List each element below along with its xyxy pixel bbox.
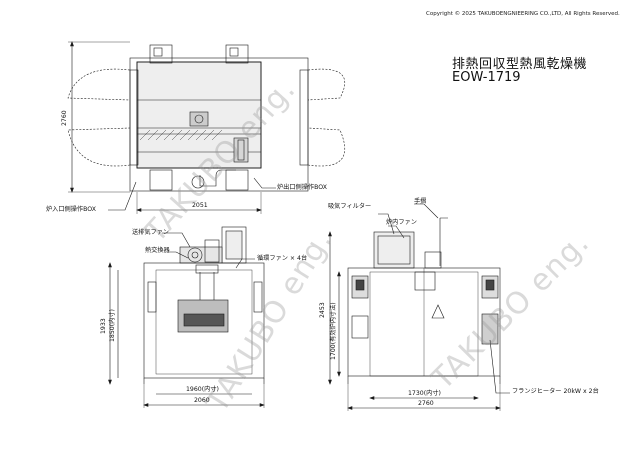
side-total-height-dimension: 2453 — [319, 302, 326, 318]
handrail-label: 手摺 — [414, 198, 427, 205]
top-view — [67, 41, 345, 214]
side-effective-height-dimension: 1700(有効炉内寸法) — [330, 302, 337, 360]
exhaust-fan-label: 送排気ファン — [132, 229, 170, 236]
copyright: Copyright © 2025 TAKUBOENGNIEERING CO.,L… — [426, 11, 620, 17]
intake-filter-label: 吸気フィルター — [328, 203, 372, 210]
inlet-box-label: 炉入口側操作BOX — [46, 206, 96, 213]
side-view — [328, 203, 510, 411]
front-height-outer-dimension: 1933 — [100, 318, 107, 334]
heat-exchanger-label: 熱交換器 — [145, 247, 170, 254]
outlet-box-label: 炉出口側操作BOX — [277, 184, 327, 191]
side-width-inner-dimension: 1730(内寸) — [408, 390, 441, 397]
top-view-depth-dimension: 2760 — [61, 110, 68, 126]
front-view — [108, 226, 265, 408]
model-number: EOW-1719 — [452, 70, 521, 85]
drawing-title: 排熱回収型熱風乾燥機 — [452, 57, 588, 72]
side-width-outer-dimension: 2760 — [418, 400, 434, 407]
flange-heater-label: フランジヒーター 20kW x 2台 — [512, 388, 599, 395]
front-height-inner-dimension: 1850(内寸) — [109, 309, 116, 342]
front-width-outer-dimension: 2060 — [194, 397, 210, 404]
circulation-fan-label: 循環ファン × 4台 — [257, 255, 308, 262]
top-view-width-dimension: 2051 — [192, 202, 208, 209]
furnace-fan-label: 炉内ファン — [386, 219, 417, 226]
front-width-inner-dimension: 1960(内寸) — [186, 386, 219, 393]
